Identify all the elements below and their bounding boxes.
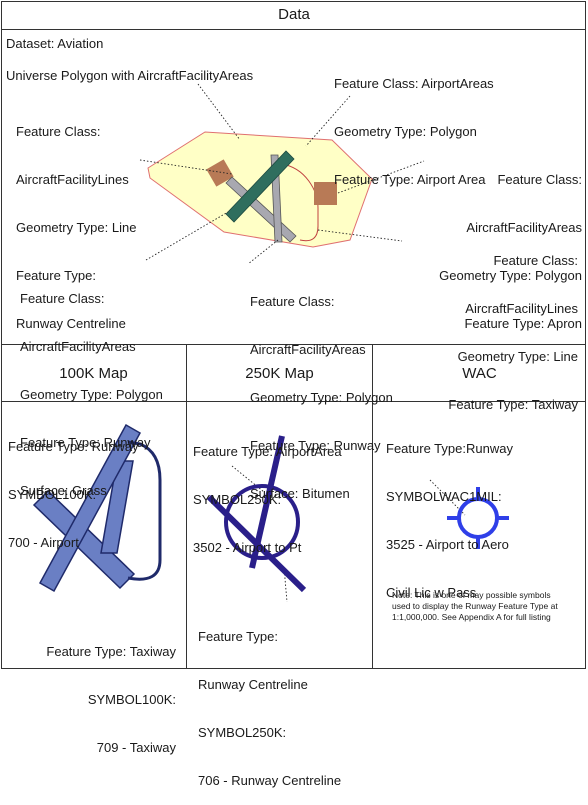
leader-runway-centreline <box>139 159 233 175</box>
legend-100k-runway: Feature Type: Runway SYMBOL100K: 700 - A… <box>8 439 139 550</box>
legend-250k-centreline: Feature Type: Runway Centreline SYMBOL25… <box>198 629 342 788</box>
section-divider <box>1 344 586 345</box>
legend-wac-runway: Feature Type:Runway SYMBOLWAC1MIL: 3525 … <box>386 441 513 600</box>
column-title-250k: 250K Map <box>245 365 314 382</box>
universe-label: Universe Polygon with AircraftFacilityAr… <box>6 68 254 83</box>
leader-250k-centreline <box>283 566 288 603</box>
leader-runway-grass <box>145 211 229 261</box>
column-divider-1 <box>186 344 187 669</box>
dataset-label: Dataset: Aviation <box>6 36 104 51</box>
leader-symbol-wac <box>429 479 466 516</box>
page-title: Data <box>278 6 310 23</box>
legend-100k-taxiway: Feature Type: Taxiway SYMBOL100K: 709 - … <box>46 644 176 755</box>
apron-left <box>206 159 234 187</box>
symbol-100k-taxiway <box>127 440 162 581</box>
legend-250k-airport-area: Feature Type: AirportArea SYMBOL250K: 35… <box>193 444 342 555</box>
column-title-wac: WAC <box>462 365 497 382</box>
column-title-100k: 100K Map <box>59 365 128 382</box>
symbol-wac <box>447 487 509 549</box>
callout-runway-bitumen: Feature Class: AircraftFacilityAreas Geo… <box>250 294 393 501</box>
taxiway-loop <box>281 163 319 242</box>
diagram-graphics <box>32 83 509 603</box>
header-divider <box>1 29 586 30</box>
column-header-divider <box>1 401 586 402</box>
column-divider-2 <box>372 344 373 669</box>
symbol-250k-airport <box>224 484 300 560</box>
leader-runway-bitumen <box>247 239 279 265</box>
wac-note: Note: This is one of may possible symbol… <box>392 590 558 622</box>
callout-apron: Feature Class: AircraftFacilityAreas Geo… <box>439 172 582 331</box>
leader-airport-area <box>305 95 351 147</box>
callout-airport-area: Feature Class: AirportAreas Geometry Typ… <box>334 76 494 187</box>
callout-runway-grass: Feature Class: AircraftFacilityAreas Geo… <box>20 291 163 498</box>
leader-universe <box>197 83 241 141</box>
callout-runway-centreline: Feature Class: AircraftFacilityLines Geo… <box>16 124 137 331</box>
leader-taxiway <box>317 229 403 242</box>
apron-right <box>314 182 337 205</box>
runway-green <box>225 150 295 223</box>
outer-frame <box>1 1 586 669</box>
callout-taxiway: Feature Class: AircraftFacilityLines Geo… <box>448 253 578 412</box>
leader-apron <box>337 160 425 194</box>
symbol-250k-centreline-b <box>249 435 285 569</box>
symbol-100k <box>32 423 142 593</box>
